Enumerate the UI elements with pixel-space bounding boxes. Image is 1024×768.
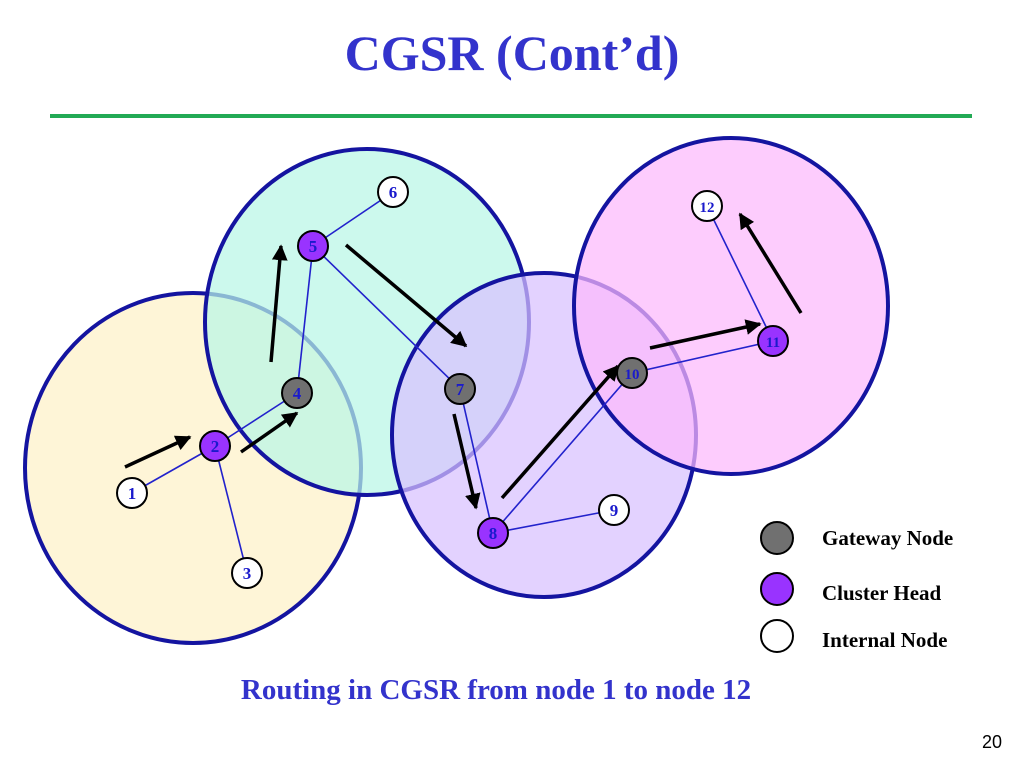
cluster-4	[572, 136, 890, 476]
link-5-6	[312, 191, 394, 247]
node-4-gateway-circle	[281, 377, 313, 409]
node-12-label: 12	[700, 200, 715, 216]
link-2-4	[214, 392, 298, 447]
node-2: 2	[199, 430, 231, 462]
link-7-8	[459, 388, 494, 534]
node-12: 12	[691, 190, 723, 222]
page-number: 20	[981, 732, 1002, 752]
legend-label-gateway: Gateway Node	[822, 526, 954, 550]
node-1-internal-circle	[116, 477, 148, 509]
link-11-12	[706, 205, 774, 342]
node-5-cluster-head-circle	[297, 230, 329, 262]
route-arrow-7-8	[452, 413, 481, 510]
route-arrow-1-2	[124, 435, 192, 469]
links-layer	[131, 191, 774, 574]
node-8-label: 8	[489, 524, 498, 543]
figure-caption: Routing in CGSR from node 1 to node 12	[240, 674, 752, 706]
node-7: 7	[444, 373, 476, 405]
slide-title: CGSR (Cont’d)	[344, 25, 680, 81]
node-4-label: 4	[293, 384, 302, 403]
route-arrow-10-11	[649, 319, 762, 350]
link-2-3	[214, 445, 248, 574]
node-7-gateway-circle	[444, 373, 476, 405]
node-4: 4	[281, 377, 313, 409]
node-7-label: 7	[456, 380, 465, 399]
node-11-cluster-head-circle	[757, 325, 789, 357]
node-5: 5	[297, 230, 329, 262]
node-5-label: 5	[309, 237, 318, 256]
route-arrow-4-5	[269, 244, 288, 363]
node-6-label: 6	[389, 183, 398, 202]
link-10-11	[631, 340, 774, 374]
node-10-label: 10	[625, 367, 640, 383]
node-1: 1	[116, 477, 148, 509]
legend-label-cluster-head: Cluster Head	[822, 581, 942, 605]
node-8: 8	[477, 517, 509, 549]
legend-symbol-cluster-head	[760, 572, 794, 606]
node-9: 9	[598, 494, 630, 526]
node-10: 10	[616, 357, 648, 389]
node-2-label: 2	[211, 437, 220, 456]
node-9-internal-circle	[598, 494, 630, 526]
link-4-5	[296, 245, 314, 394]
node-3-label: 3	[243, 564, 252, 583]
clusters-layer	[23, 136, 890, 645]
route-arrow-5-7	[344, 243, 468, 348]
link-8-9	[492, 509, 615, 534]
node-11: 11	[757, 325, 789, 357]
node-12-internal-circle	[691, 190, 723, 222]
node-9-label: 9	[610, 501, 619, 520]
node-1-label: 1	[128, 484, 137, 503]
legend-symbol-internal	[760, 619, 794, 653]
title-divider	[50, 114, 972, 118]
link-8-10	[492, 372, 633, 534]
legend-symbols	[760, 521, 794, 653]
node-11-label: 11	[766, 335, 780, 351]
node-3-internal-circle	[231, 557, 263, 589]
node-10-gateway-circle	[616, 357, 648, 389]
link-5-7	[312, 245, 461, 390]
node-6: 6	[377, 176, 409, 208]
route-arrow-11-12	[738, 212, 803, 314]
route-arrow-2-4	[239, 411, 299, 454]
legend-label-internal: Internal Node	[822, 628, 948, 652]
node-8-cluster-head-circle	[477, 517, 509, 549]
legend-symbol-gateway	[760, 521, 794, 555]
node-2-cluster-head-circle	[199, 430, 231, 462]
node-3: 3	[231, 557, 263, 589]
route-arrow-8-10	[500, 364, 620, 500]
route-arrows-layer	[124, 212, 803, 510]
node-6-internal-circle	[377, 176, 409, 208]
